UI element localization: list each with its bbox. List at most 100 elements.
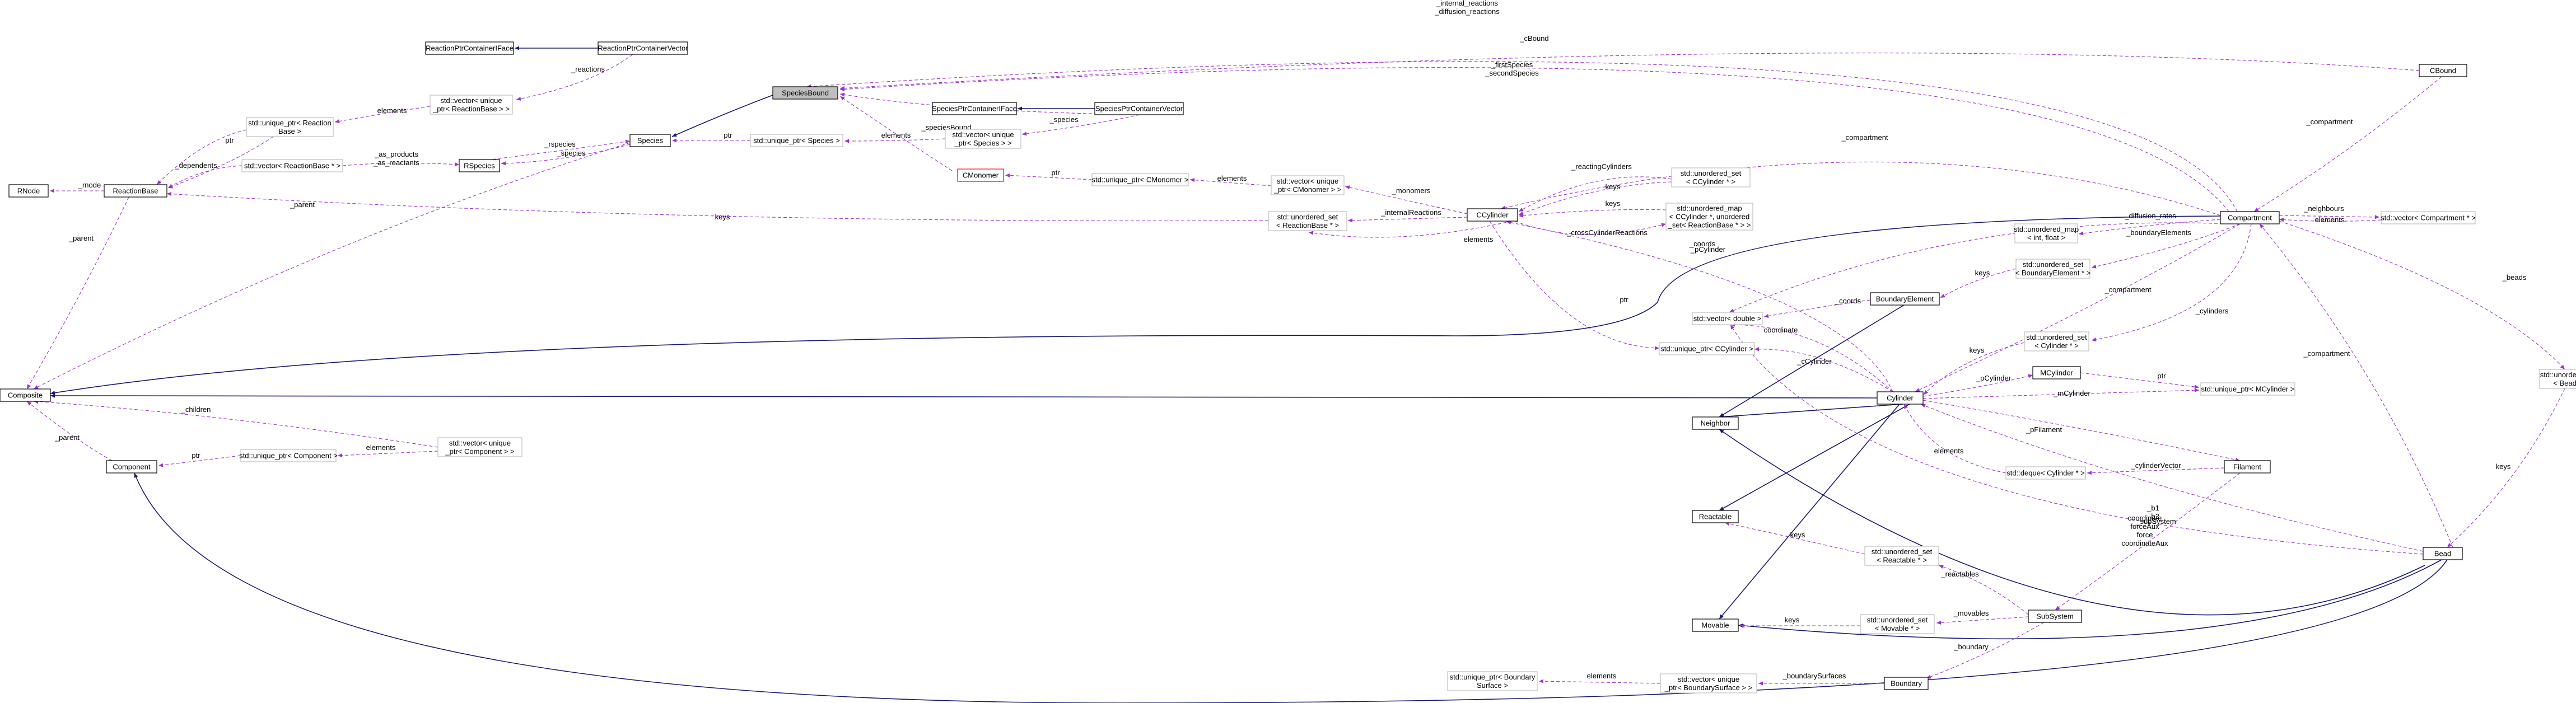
node-box: [1665, 203, 1753, 231]
node-unique-ptr-mcylinder[interactable]: std::unique_ptr< MCylinder >: [2200, 382, 2295, 396]
node-box: [240, 449, 337, 462]
node-unordered-map-ccylinder[interactable]: std::unordered_map< CCylinder *, unorder…: [1665, 203, 1753, 231]
usage-edge-76: [1538, 679, 1661, 684]
node-box: [1467, 208, 1518, 222]
node-species-bound[interactable]: SpeciesBound: [772, 86, 838, 100]
node-label: SpeciesPtrContainerVector: [1095, 105, 1183, 113]
node-reaction-ptr-container-vector[interactable]: ReactionPtrContainerVector: [598, 41, 688, 55]
node-unique-ptr-reactionbase[interactable]: std::unique_ptr< ReactionBase >: [246, 117, 334, 137]
node-cbound[interactable]: CBound: [2419, 64, 2467, 77]
edge-label-species-container: _species: [1049, 115, 1079, 124]
node-unordered-map-int-float[interactable]: std::unordered_map< int, float >: [2014, 223, 2079, 243]
node-label: _ptr< Component > >: [445, 447, 514, 456]
edge-label-line: ptr: [1051, 168, 1060, 177]
node-label: std::vector< unique: [1277, 177, 1338, 185]
node-unordered-set-cylinder[interactable]: std::unordered_set< Cylinder * >: [2024, 331, 2089, 352]
node-unique-ptr-species[interactable]: std::unique_ptr< Species >: [750, 134, 843, 147]
node-vector-reactionbase[interactable]: std::vector< ReactionBase * >: [241, 159, 343, 172]
node-label: ReactionBase: [113, 187, 158, 195]
usage-edge-72: [1936, 616, 2029, 625]
node-box: [2220, 211, 2280, 224]
edge-label-line: _species: [556, 149, 586, 157]
node-species-ptr-container-vector[interactable]: SpeciesPtrContainerVector: [1094, 102, 1184, 115]
node-unordered-set-reactable[interactable]: std::unordered_set< Reactable * >: [1864, 546, 1939, 566]
node-label: Movable: [1701, 621, 1729, 630]
node-subsystem[interactable]: SubSystem: [2028, 610, 2082, 623]
node-unordered-set-movable[interactable]: std::unordered_set< Movable * >: [1860, 614, 1935, 634]
node-cmonomer[interactable]: CMonomer: [957, 168, 1004, 182]
usage-edge-13: [459, 139, 631, 164]
node-component[interactable]: Component: [106, 460, 157, 474]
usage-edge-17: [26, 196, 129, 390]
node-ccylinder[interactable]: CCylinder: [1467, 208, 1518, 222]
edge-label-neighbours: _neighbours: [2303, 204, 2344, 213]
node-reaction-base[interactable]: ReactionBase: [104, 184, 167, 198]
edge-label-ccylinder-ptr: ptr: [1620, 296, 1628, 304]
node-box: [430, 95, 513, 115]
node-species-ptr-container-iface[interactable]: SpeciesPtrContainerIFace: [932, 102, 1017, 115]
edge-label-line: forceAux: [2130, 522, 2159, 531]
edge-label-elements-component: elements: [366, 443, 396, 452]
node-unique-ptr-cmonomer[interactable]: std::unique_ptr< CMonomer >: [1091, 173, 1189, 186]
node-reaction-ptr-container-iface[interactable]: ReactionPtrContainerIFace: [425, 41, 514, 55]
node-rspecies[interactable]: RSpecies: [459, 159, 500, 172]
edge-label-line: _internal_reactions: [1436, 0, 1498, 7]
node-species[interactable]: Species: [629, 134, 671, 147]
edge-label-compartment-cbound: _compartment: [2306, 118, 2353, 126]
node-unordered-set-boundary-element[interactable]: std::unordered_set< BoundaryElement * >: [2015, 259, 2090, 279]
node-cylinder[interactable]: Cylinder: [1877, 391, 1924, 405]
node-label: Filament: [2233, 463, 2261, 471]
edge-label-line: _boundaryElements: [2126, 228, 2191, 237]
edge-label-line: force: [2137, 531, 2153, 539]
node-unique-ptr-component[interactable]: std::unique_ptr< Component >: [239, 449, 338, 462]
node-mcylinder[interactable]: MCylinder: [2032, 366, 2081, 379]
node-box: [1692, 416, 1739, 430]
node-label: std::unique_ptr< CCylinder >: [1660, 345, 1753, 353]
node-unique-ptr-reactionbase-vector[interactable]: std::vector< unique_ptr< ReactionBase > …: [430, 95, 513, 115]
usage-edge-43: [1754, 347, 1893, 392]
edge-label-line: _firstSpecies: [1491, 60, 1533, 69]
inheritance-edge-57: [1719, 404, 1903, 419]
node-vector-unique-ptr-boundary-surface[interactable]: std::vector< unique_ptr< BoundarySurface…: [1660, 673, 1757, 693]
node-boundary[interactable]: Boundary: [1884, 677, 1929, 690]
node-label: Composite: [8, 391, 43, 400]
node-reactable[interactable]: Reactable: [1692, 510, 1739, 523]
edge-label-elements-species: elements: [881, 131, 911, 139]
node-deque-cylinder[interactable]: std::deque< Cylinder * >: [2005, 466, 2086, 480]
node-label: SpeciesPtrContainerIFace: [932, 105, 1017, 113]
edge-label-line: _movables: [1953, 609, 1989, 617]
edge-label-line: _coords: [1689, 240, 1716, 248]
node-boundary-element[interactable]: BoundaryElement: [1870, 292, 1940, 306]
node-unique-ptr-species-vector[interactable]: std::vector< unique_ptr< Species > >: [945, 129, 1021, 149]
node-rnode[interactable]: RNode: [8, 184, 49, 198]
node-unique-ptr-boundary-surface[interactable]: std::unique_ptr< BoundarySurface >: [1447, 671, 1538, 691]
node-box: [1692, 618, 1739, 632]
node-vector-unique-ptr-component[interactable]: std::vector< unique_ptr< Component > >: [437, 437, 522, 457]
node-unordered-set-reactionbase[interactable]: std::unordered_set< ReactionBase * >: [1268, 211, 1347, 231]
edge-label-subsystem-fil: _subSystem: [2135, 517, 2176, 526]
node-vector-unique-ptr-cmonomer[interactable]: std::vector< unique_ptr< CMonomer > >: [1271, 175, 1345, 195]
usage-edge-19: [166, 191, 1269, 222]
usage-edge-51: [33, 399, 438, 448]
edge-label-line: _reactions: [571, 65, 605, 73]
node-neighbor[interactable]: Neighbor: [1692, 416, 1739, 430]
node-compartment[interactable]: Compartment: [2220, 211, 2280, 224]
node-composite[interactable]: Composite: [0, 388, 51, 402]
node-label: std::unique_ptr< Reaction: [248, 119, 332, 127]
node-label: _ptr< ReactionBase > >: [432, 105, 510, 113]
node-vector-compartment[interactable]: std::vector< Compartment * >: [2381, 211, 2476, 224]
node-vector-double[interactable]: std::vector< double >: [1692, 312, 1763, 325]
node-box: [1660, 673, 1757, 693]
node-movable[interactable]: Movable: [1692, 618, 1739, 632]
node-label: std::unique_ptr< Species >: [753, 137, 840, 145]
edge-label-line: keys: [715, 213, 730, 221]
node-unordered-set-bead[interactable]: std::unordered_set< Bead * >: [2539, 369, 2576, 389]
edge-label-compartment-bead: _compartment: [2303, 349, 2350, 358]
edge-label-line: _diffusion_reactions: [1434, 7, 1500, 16]
usage-edge-14: [167, 165, 242, 189]
node-bead[interactable]: Bead: [2423, 547, 2463, 560]
node-unordered-set-ccylinder[interactable]: std::unordered_set< CCylinder * >: [1671, 167, 1751, 188]
node-filament[interactable]: Filament: [2224, 460, 2271, 474]
node-unique-ptr-ccylinder[interactable]: std::unique_ptr< CCylinder >: [1659, 342, 1755, 355]
edge-label-line: _boundarySurfaces: [1782, 672, 1846, 680]
